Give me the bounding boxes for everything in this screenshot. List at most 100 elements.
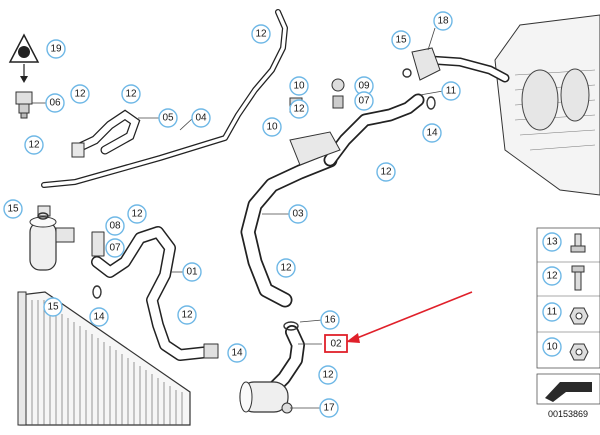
highlighted-callout-02: 02	[324, 334, 348, 353]
callout-labels: 19 06 12 12 05 04 12 15 08 12 07 01 15 14 12 14 12 10 12 10…	[3, 11, 562, 418]
callout-10: 10	[262, 117, 282, 137]
compressor-fitting	[239, 381, 293, 414]
callout-circle	[441, 81, 461, 101]
callout-19: 19	[46, 39, 66, 59]
callout-12: 12	[177, 305, 197, 325]
callout-circle	[43, 297, 63, 317]
leader-lines	[32, 27, 444, 409]
callout-18: 18	[433, 11, 453, 31]
callout-label: 05	[162, 113, 174, 124]
receiver-drier	[29, 205, 75, 271]
callout-label: 04	[195, 113, 207, 124]
callout-circle	[289, 76, 309, 96]
ac-hose-01	[91, 226, 219, 361]
highlighted-callout-label: 02	[330, 339, 342, 350]
callout-circle	[262, 117, 282, 137]
direction-arrow-box	[536, 373, 600, 405]
callout-circle	[89, 307, 109, 327]
callout-label: 14	[231, 348, 243, 359]
callout-label: 12	[546, 271, 558, 282]
callout-label: 12	[181, 310, 193, 321]
callout-label: 18	[437, 16, 449, 27]
callout-01: 01	[182, 262, 202, 282]
callout-circle	[227, 343, 247, 363]
callout-12: 12	[542, 266, 562, 286]
callout-label: 19	[50, 44, 62, 55]
callout-17: 17	[319, 398, 339, 418]
callout-08: 08	[105, 216, 125, 236]
callout-12: 12	[376, 162, 396, 182]
callout-circle	[24, 135, 44, 155]
callout-12: 12	[276, 258, 296, 278]
callout-label: 10	[546, 342, 558, 353]
callout-circle	[191, 108, 211, 128]
callout-label: 16	[324, 315, 336, 326]
warning-label-icon	[8, 33, 40, 83]
callout-12: 12	[289, 99, 309, 119]
callout-label: 15	[395, 35, 407, 46]
callout-10: 10	[542, 337, 562, 357]
callout-circle	[391, 30, 411, 50]
ac-hose-05	[71, 109, 141, 158]
callout-circle	[318, 365, 338, 385]
callout-04: 04	[191, 108, 211, 128]
flange-nut-icon	[569, 307, 589, 325]
callout-circle	[376, 162, 396, 182]
callout-circle	[542, 232, 562, 252]
callout-label: 10	[266, 122, 278, 133]
callout-06: 06	[45, 93, 65, 113]
callout-label: 14	[93, 312, 105, 323]
callout-07: 07	[105, 238, 125, 258]
ac-line-18	[425, 55, 510, 83]
callout-circle	[433, 11, 453, 31]
callout-13: 13	[542, 232, 562, 252]
callout-11: 11	[542, 302, 562, 322]
callout-circle	[319, 398, 339, 418]
callout-03: 03	[288, 204, 308, 224]
callout-label: 12	[74, 89, 86, 100]
callout-label: 12	[28, 140, 40, 151]
callout-circle	[158, 108, 178, 128]
callout-14: 14	[227, 343, 247, 363]
callout-12: 12	[318, 365, 338, 385]
callout-label: 12	[131, 209, 143, 220]
callout-label: 07	[109, 243, 121, 254]
callout-07: 07	[354, 91, 374, 111]
callout-circle	[422, 123, 442, 143]
callout-circle	[177, 305, 197, 325]
callout-12: 12	[70, 84, 90, 104]
callout-circle	[320, 310, 340, 330]
reference-number: 00153869	[548, 409, 588, 419]
callout-label: 01	[186, 267, 198, 278]
callout-label: 08	[109, 221, 121, 232]
callout-circle	[46, 39, 66, 59]
callout-12: 12	[24, 135, 44, 155]
callout-label: 15	[47, 302, 59, 313]
pressure-switch	[15, 91, 33, 119]
seal-rings	[37, 68, 436, 331]
callout-circle	[70, 84, 90, 104]
callout-circle	[276, 258, 296, 278]
callout-label: 17	[323, 403, 335, 414]
callout-14: 14	[422, 123, 442, 143]
callout-15: 15	[391, 30, 411, 50]
callout-label: 12	[280, 263, 292, 274]
callout-16: 16	[320, 310, 340, 330]
callout-label: 12	[255, 29, 267, 40]
callout-circle	[121, 84, 141, 104]
callout-label: 15	[7, 204, 19, 215]
callout-circle	[251, 24, 271, 44]
ac-hose-03	[240, 93, 425, 308]
hex-bolt-icon	[571, 265, 585, 291]
callout-circle	[105, 216, 125, 236]
callout-circle	[45, 93, 65, 113]
callout-label: 12	[380, 167, 392, 178]
callout-10: 10	[289, 76, 309, 96]
ac-line-04	[41, 9, 288, 188]
callout-15: 15	[3, 199, 23, 219]
callout-label: 11	[446, 86, 457, 97]
callout-14: 14	[89, 307, 109, 327]
callout-11: 11	[441, 81, 461, 101]
callout-label: 06	[49, 98, 61, 109]
